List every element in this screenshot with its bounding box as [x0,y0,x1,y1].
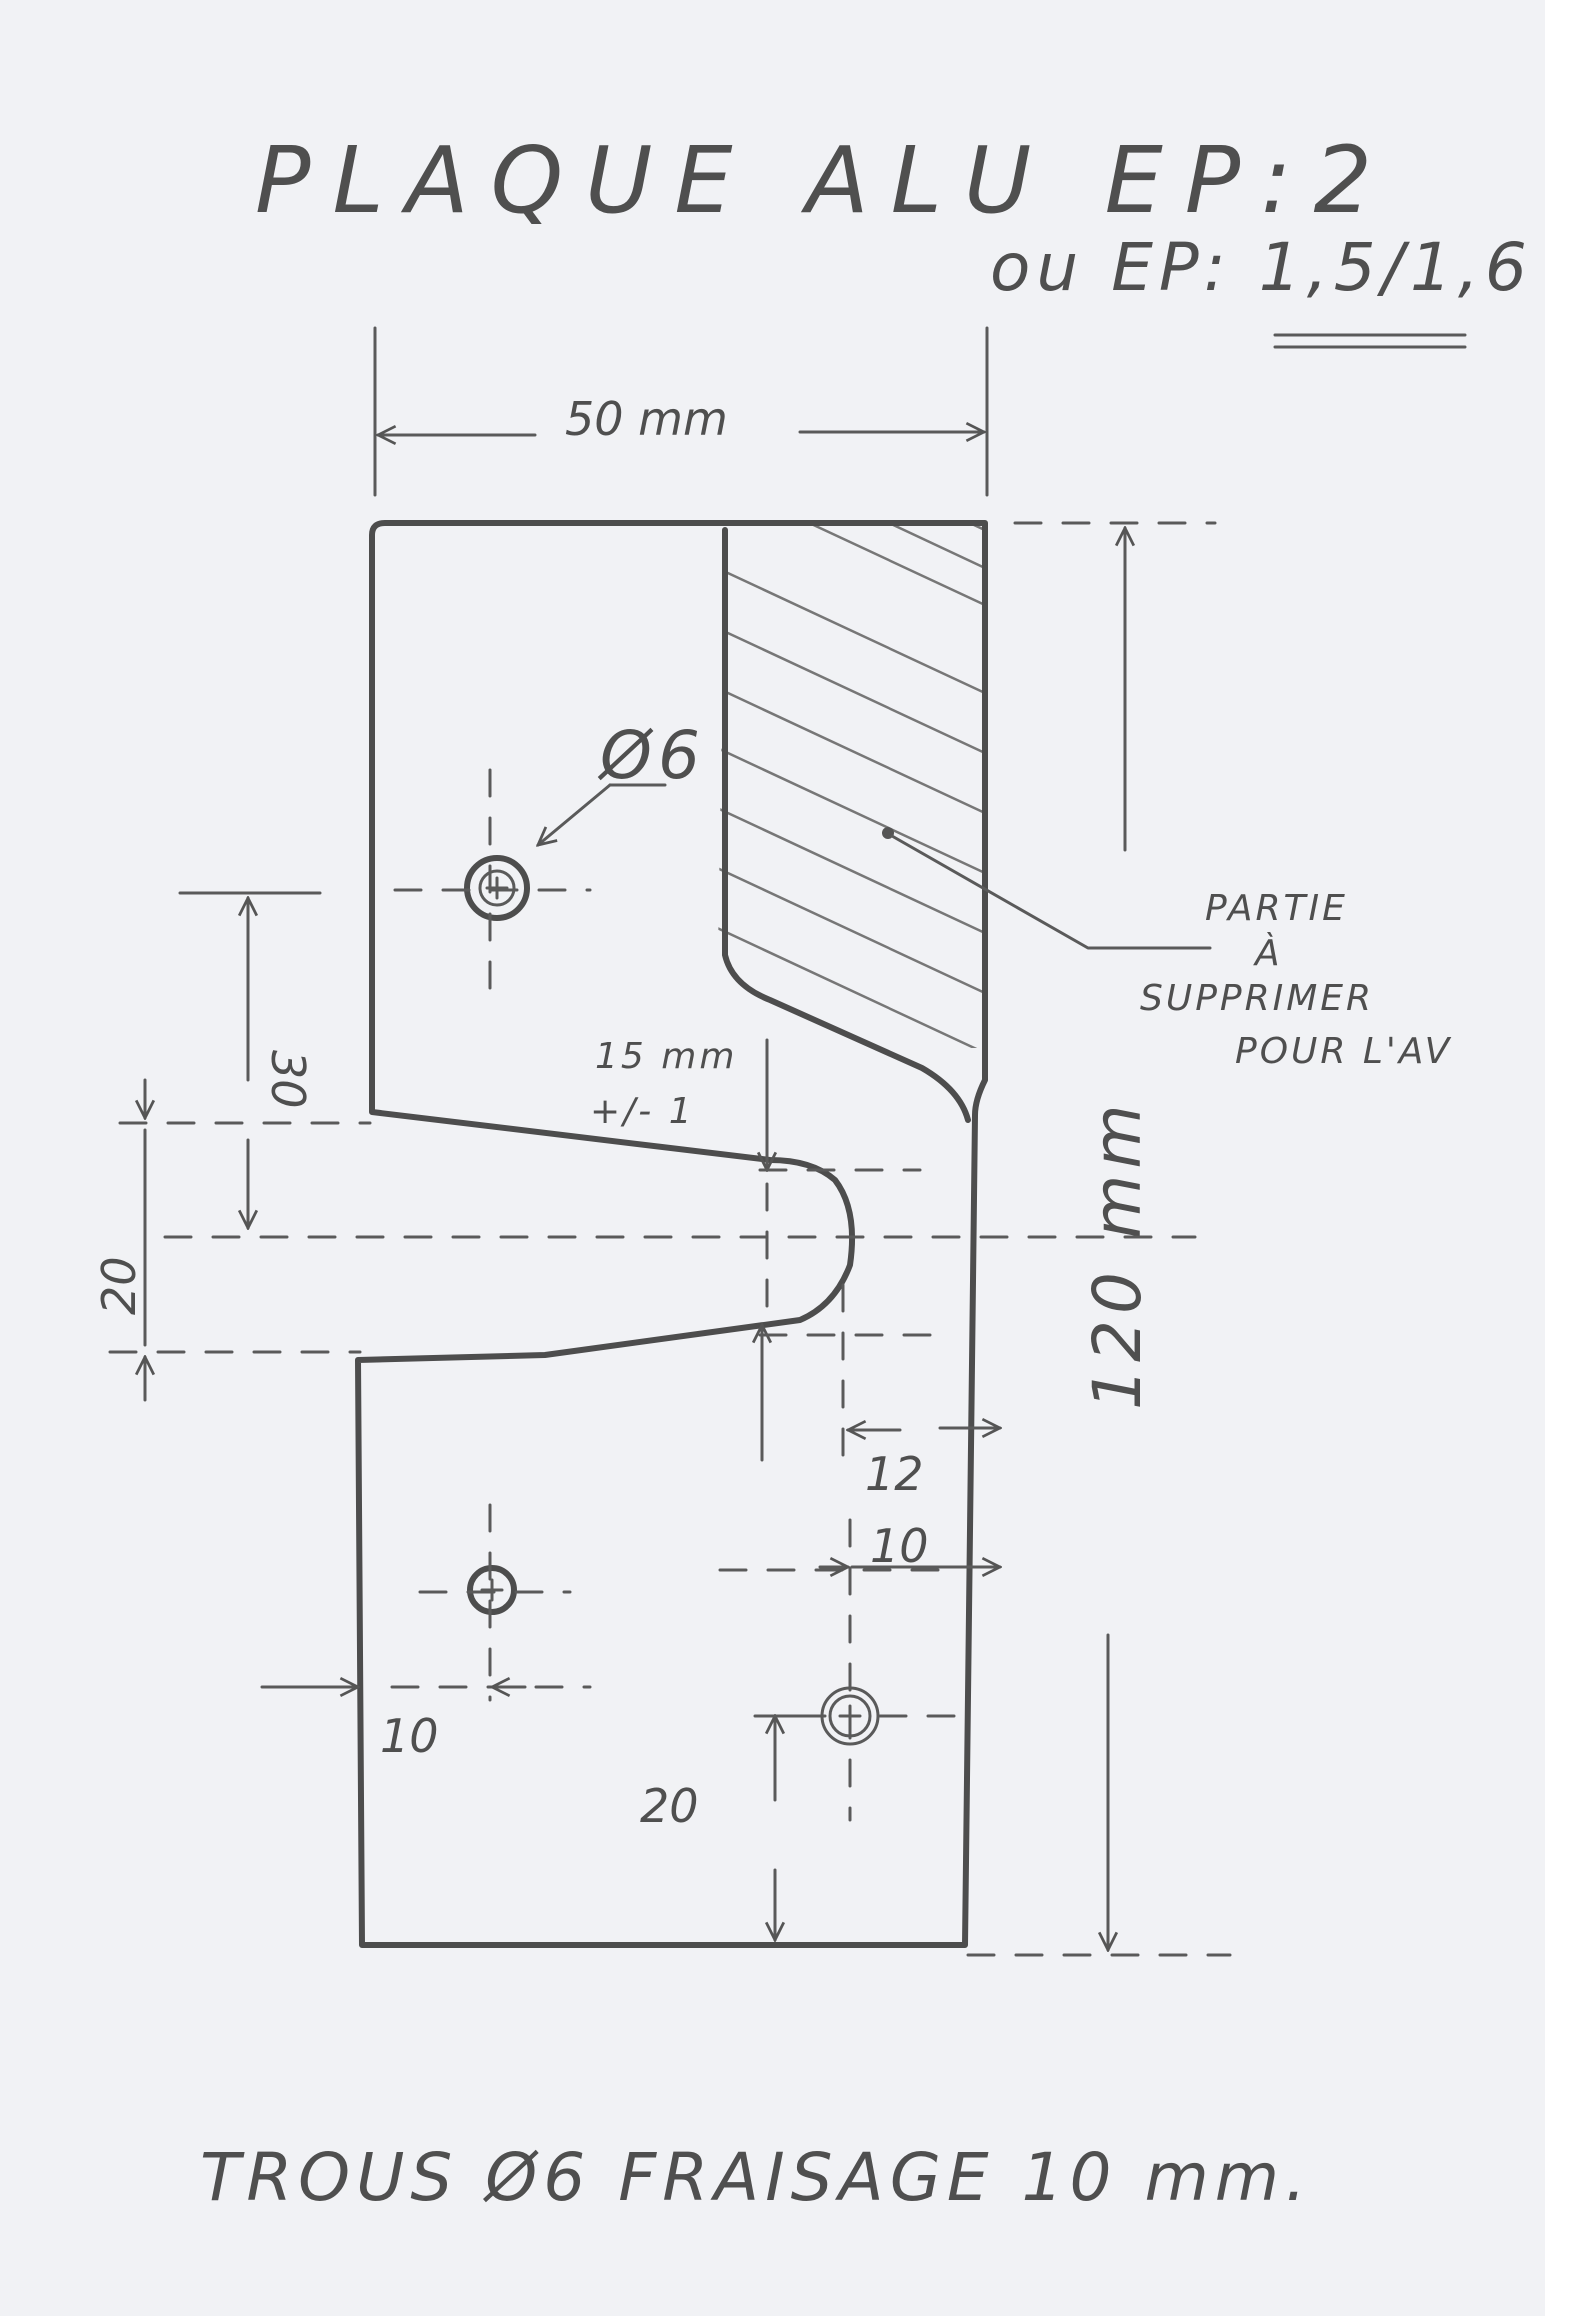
dimension-lower-right-hole-x: 10 [870,1519,929,1573]
diameter-leader [538,783,612,845]
note-line-2: À [1253,932,1283,974]
footer-note: TROUS Ø6 FRAISAGE 10 mm. [200,2139,1312,2216]
title-main: PLAQUE ALU EP:2 [255,127,1394,234]
dimension-lower-right-hole-y: 20 [640,1779,699,1833]
note-line-1: PARTIE [1205,888,1348,929]
note-line-3: SUPPRIMER [1140,978,1374,1019]
paper-edge [1545,0,1575,2316]
dimension-slot-tolerance: +/- 1 [590,1091,695,1132]
removal-boundary [722,527,971,1123]
hole-lower-left [418,1503,572,1702]
dimension-height-total: 120 mm [1079,1098,1156,1410]
hole-upper-left [393,768,592,1002]
dimension-hole-spacing-upper: 30 [261,1050,315,1109]
dimension-lower-left-hole-x: 10 [380,1709,439,1763]
dimension-width-total: 50 mm [565,392,728,446]
hatched-removal-area [718,525,985,1048]
part-outline [355,520,988,1948]
dimension-slot-end-offset: 12 [865,1447,924,1501]
dimension-slot-width: 20 [92,1256,146,1315]
title-alternate-thickness: ou EP: 1,5/1,6 [990,229,1533,306]
note-line-4: POUR L'AV [1235,1031,1452,1072]
title-underline [1273,333,1467,349]
dimension-hole-diameter: Ø6 [597,717,706,794]
dimension-slot-depth: 15 mm [595,1036,737,1077]
leader-line [890,834,1212,950]
